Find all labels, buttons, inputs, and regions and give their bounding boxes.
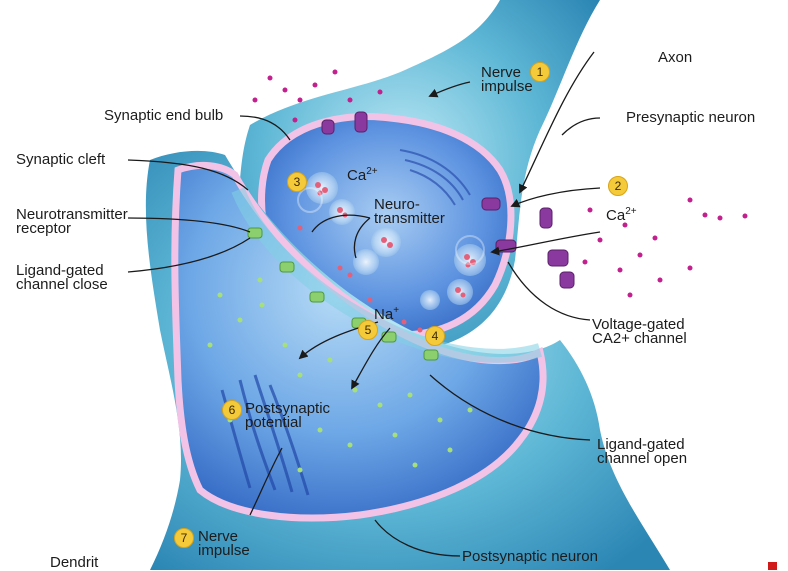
- corner-mark: [768, 562, 777, 570]
- label-ca-inside-sup: 2+: [366, 166, 377, 177]
- label-neurotransmitter: Neuro- transmitter: [374, 198, 445, 226]
- label-ca-inside: Ca2+: [347, 164, 378, 183]
- step-badge-6: 6: [222, 400, 242, 420]
- label-postsynaptic-potential: Postsynaptic potential: [245, 402, 330, 430]
- label-voltage-gated: Voltage-gated CA2+ channel: [592, 318, 687, 346]
- label-na-sup: +: [393, 305, 399, 316]
- label-ligand-open: Ligand-gated channel open: [597, 438, 687, 466]
- label-nerve-impulse-bottom-line2: impulse: [198, 544, 250, 558]
- label-neurotransmitter-receptor-line2: receptor: [16, 222, 128, 236]
- label-ca-outside-sup: 2+: [625, 206, 636, 217]
- step-badge-5: 5: [358, 320, 378, 340]
- step-badge-2: 2: [608, 176, 628, 196]
- label-presynaptic-neuron: Presynaptic neuron: [626, 110, 755, 125]
- label-postsynaptic-potential-line2: potential: [245, 416, 330, 430]
- label-ligand-close: Ligand-gated channel close: [16, 264, 108, 292]
- label-ligand-close-line2: channel close: [16, 278, 108, 292]
- label-axon: Axon: [658, 50, 692, 65]
- label-na: Na+: [374, 303, 399, 322]
- label-neurotransmitter-receptor: Neurotransmitter receptor: [16, 208, 128, 236]
- label-ligand-open-line2: channel open: [597, 452, 687, 466]
- step-badge-4: 4: [425, 326, 445, 346]
- label-nerve-impulse-top: Nerve impulse: [481, 66, 533, 94]
- step-badge-7: 7: [174, 528, 194, 548]
- label-synaptic-cleft: Synaptic cleft: [16, 152, 105, 167]
- label-dendrit: Dendrit: [50, 555, 98, 570]
- label-nerve-impulse-bottom: Nerve impulse: [198, 530, 250, 558]
- step-badge-1: 1: [530, 62, 550, 82]
- label-ca-outside: Ca2+: [606, 204, 637, 223]
- label-ca-outside-text: Ca: [606, 207, 625, 224]
- label-postsynaptic-neuron: Postsynaptic neuron: [462, 549, 598, 564]
- label-synaptic-end-bulb: Synaptic end bulb: [104, 108, 223, 123]
- label-nerve-impulse-top-line2: impulse: [481, 80, 533, 94]
- step-badge-3: 3: [287, 172, 307, 192]
- label-voltage-gated-line2: CA2+ channel: [592, 332, 687, 346]
- label-neurotransmitter-line2: transmitter: [374, 212, 445, 226]
- label-na-text: Na: [374, 306, 393, 323]
- label-ca-inside-text: Ca: [347, 167, 366, 184]
